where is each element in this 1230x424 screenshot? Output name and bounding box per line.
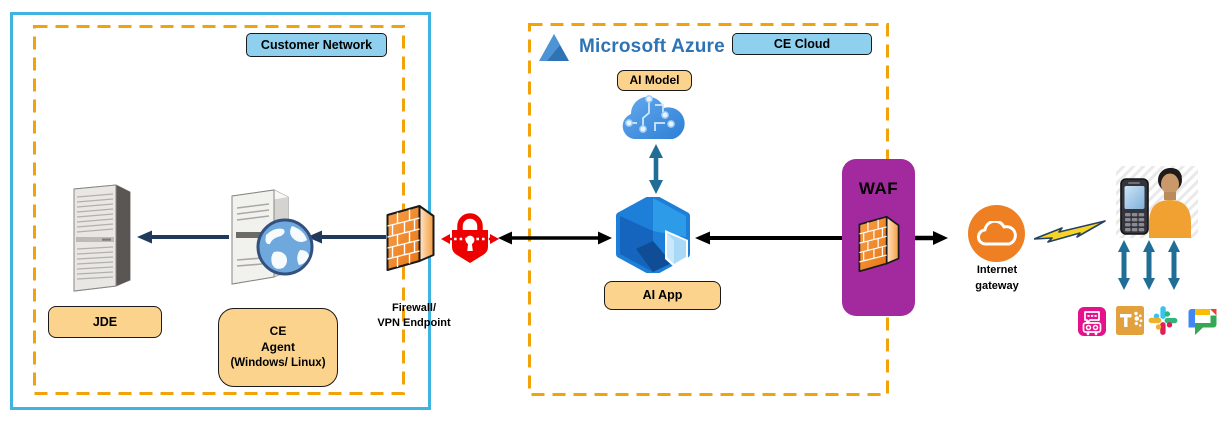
teams-icon xyxy=(1116,306,1144,335)
azure-logo: Microsoft Azure xyxy=(537,32,725,62)
internet-gateway-icon xyxy=(968,205,1025,262)
waf-label: WAF xyxy=(858,179,899,198)
ce-agent-label-line2: Agent xyxy=(261,340,295,355)
ce-cloud-dashed-box xyxy=(528,23,889,396)
firewall-label-line2: VPN Endpoint xyxy=(377,316,451,329)
ai-app-label-text: AI App xyxy=(642,288,683,303)
arrow-ceagent-to-jde xyxy=(137,230,229,244)
ce-agent-label-line1: CE xyxy=(269,324,287,339)
internet-gateway-label: Internet gateway xyxy=(957,263,1037,295)
mobile-user-icon xyxy=(1116,166,1198,238)
customer-network-label: Customer Network xyxy=(246,33,387,57)
waf-box: WAF xyxy=(842,159,915,316)
arrow-aimodel-aiapp xyxy=(649,144,663,194)
arrow-firewall-to-ceagent xyxy=(307,230,386,244)
arrows-user-to-apps xyxy=(1118,240,1180,290)
ce-cloud-label: CE Cloud xyxy=(732,33,872,55)
google-chat-icon xyxy=(1188,309,1217,335)
firewall-icon xyxy=(386,205,435,271)
jde-label-text: JDE xyxy=(92,314,118,329)
ai-model-label-text: AI Model xyxy=(629,72,680,87)
ai-app-icon xyxy=(616,197,690,273)
jde-label: JDE xyxy=(48,306,162,338)
customer-network-label-text: Customer Network xyxy=(260,38,373,52)
customer-network-outer-box xyxy=(10,12,431,410)
secure-lock-icon xyxy=(441,213,499,263)
firewall-label: Firewall/ VPN Endpoint xyxy=(368,301,460,331)
ai-app-label: AI App xyxy=(604,281,721,310)
firewall-label-line1: Firewall/ xyxy=(391,302,437,314)
ce-agent-label-line3: (Windows/ Linux) xyxy=(230,356,326,369)
internet-gateway-label-line1: Internet xyxy=(976,264,1018,276)
internet-gateway-label-line2: gateway xyxy=(975,279,1019,292)
ai-model-label: AI Model xyxy=(617,70,692,91)
arrow-waf-to-gateway xyxy=(915,231,948,245)
ai-model-cloud-icon xyxy=(622,95,685,139)
ce-cloud-label-text: CE Cloud xyxy=(773,37,831,51)
arrow-lock-to-aiapp xyxy=(498,231,612,245)
slack-icon xyxy=(1148,306,1178,335)
azure-logo-text: Microsoft Azure xyxy=(579,36,725,57)
ce-agent-server-icon xyxy=(231,189,314,285)
azure-logo-icon xyxy=(539,34,569,61)
gateway-cloud-glyph xyxy=(976,220,1017,245)
chatbot-icon xyxy=(1078,307,1106,336)
ce-agent-label: CE Agent (Windows/ Linux) xyxy=(218,308,338,387)
jde-server-icon xyxy=(73,184,131,292)
waf-firewall-icon xyxy=(858,215,899,273)
arrow-waf-to-aiapp xyxy=(695,231,842,245)
lightning-icon xyxy=(1034,220,1106,243)
